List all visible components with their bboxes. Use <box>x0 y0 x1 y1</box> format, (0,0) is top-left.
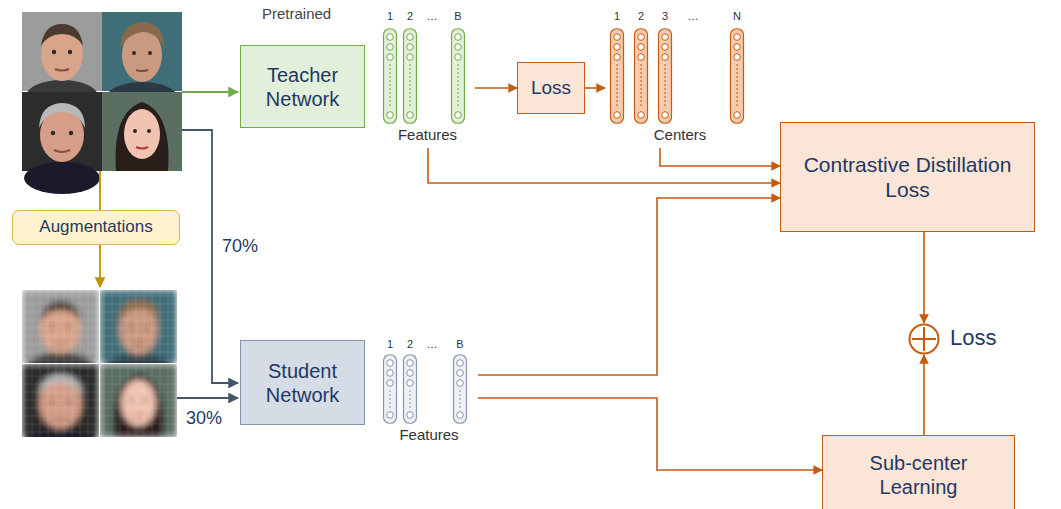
sum-symbol <box>908 323 940 355</box>
input-arrow <box>177 397 238 399</box>
network-box: Student Network <box>240 340 365 425</box>
index-number: B <box>448 338 472 351</box>
vector-column <box>452 29 465 124</box>
index-number: B <box>446 10 470 23</box>
box-label: Augmentations <box>39 217 152 237</box>
loss-box: Loss <box>517 62 585 114</box>
index-number: 1 <box>378 10 402 23</box>
index-number: 2 <box>398 338 422 351</box>
group-label: Features <box>380 426 478 444</box>
group-label: Features <box>380 126 475 144</box>
vector-column <box>384 29 397 124</box>
feature-group: 12…B Features <box>380 10 475 148</box>
flow-arrow <box>428 148 780 183</box>
group-label: Centers <box>605 126 755 144</box>
vector-column <box>659 29 672 124</box>
box-label: Contrastive Distillation Loss <box>799 152 1016 202</box>
center-group: 123 … N Centers <box>605 10 755 148</box>
annotation-label: 70% <box>222 236 258 258</box>
index-number: … <box>420 10 444 23</box>
learning-box: Sub-center Learning <box>822 435 1015 509</box>
flow-arrow <box>923 232 925 323</box>
box-label: Loss <box>531 77 571 100</box>
feature-vectors <box>380 28 475 124</box>
augment-arrow <box>99 245 101 287</box>
loss-box: Contrastive Distillation Loss <box>780 122 1035 232</box>
feature-vectors <box>605 28 755 124</box>
vector-column <box>611 29 624 124</box>
face-images <box>22 12 182 194</box>
index-number: … <box>420 338 444 351</box>
flow-arrow <box>475 87 517 89</box>
flow-arrow <box>585 87 605 89</box>
flow-arrow <box>923 355 925 435</box>
sum-label: Loss <box>950 325 996 351</box>
box-label: Teacher Network <box>251 63 354 111</box>
flow-arrow <box>478 398 822 470</box>
vector-column <box>635 29 648 124</box>
vector-column <box>404 29 417 124</box>
input-arrow <box>182 91 238 93</box>
annotation-label: Pretrained <box>262 5 331 23</box>
augment-line <box>99 171 101 210</box>
feature-group: 12… B Features <box>380 338 478 446</box>
augmentation-box: Augmentations <box>12 210 180 245</box>
index-number: N <box>725 10 749 23</box>
box-label: Sub-center Learning <box>843 451 994 499</box>
index-number: … <box>681 10 705 23</box>
index-number: 1 <box>378 338 402 351</box>
index-number: 2 <box>398 10 422 23</box>
flow-arrow <box>478 198 780 375</box>
vector-column <box>404 355 417 424</box>
network-box: Teacher Network <box>240 45 365 128</box>
annotation-label: 30% <box>186 408 222 430</box>
augmented-face-images <box>22 290 177 458</box>
feature-vectors <box>380 354 478 424</box>
vector-column <box>384 355 397 424</box>
index-number: 2 <box>629 10 653 23</box>
sum-node: Loss <box>908 323 940 355</box>
vector-column <box>731 29 744 124</box>
flow-arrow <box>660 148 780 166</box>
vector-column <box>454 355 467 424</box>
index-number: 3 <box>653 10 677 23</box>
index-number: 1 <box>605 10 629 23</box>
input-arrow <box>182 130 238 383</box>
box-label: Student Network <box>251 359 354 407</box>
